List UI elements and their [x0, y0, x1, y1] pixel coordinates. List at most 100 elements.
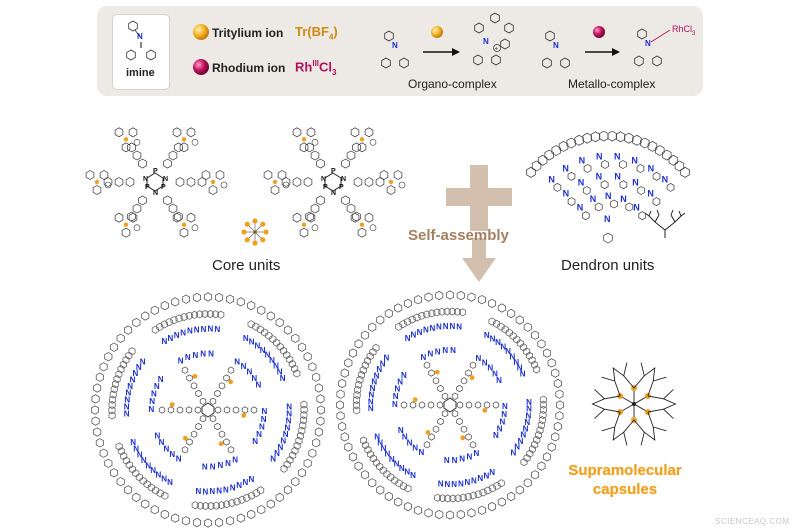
tritylium-formula-main: Tr(BF [295, 24, 329, 39]
dendron-tree-icon [644, 209, 686, 238]
svg-text:N: N [505, 347, 511, 356]
svg-text:N: N [209, 487, 215, 496]
svg-text:N: N [590, 194, 597, 204]
svg-text:N: N [490, 334, 496, 343]
svg-text:N: N [246, 368, 252, 377]
svg-text:N: N [149, 405, 155, 414]
svg-text:N: N [149, 397, 155, 406]
svg-text:N: N [278, 443, 284, 452]
metallo-complex-scheme: N N [542, 26, 671, 69]
svg-text:N: N [407, 438, 413, 447]
svg-text:N: N [579, 155, 586, 165]
counter-ion-star-icon [241, 218, 269, 246]
supramolecular-capsules-label: Supramolecular capsules [565, 461, 685, 499]
svg-text:N: N [419, 448, 425, 457]
svg-text:N: N [377, 438, 383, 447]
watermark: SCIENCEAQ.COM [715, 517, 790, 526]
svg-text:N: N [562, 163, 569, 173]
tritylium-formula: Tr(BF4) [295, 24, 338, 42]
svg-text:N: N [577, 203, 584, 213]
svg-text:N: N [376, 365, 382, 374]
svg-text:N: N [178, 357, 184, 366]
svg-text:N: N [563, 189, 570, 199]
svg-text:N: N [449, 322, 455, 331]
svg-text:N: N [394, 460, 400, 469]
svg-text:N: N [578, 178, 585, 188]
svg-text:N: N [153, 190, 158, 197]
svg-text:N: N [614, 152, 621, 162]
svg-text:N: N [368, 391, 374, 400]
svg-text:N: N [130, 438, 136, 447]
svg-text:N: N [438, 480, 444, 489]
capsules-label-line1: Supramolecular [568, 462, 682, 479]
svg-text:N: N [459, 455, 465, 464]
svg-text:N: N [225, 459, 231, 468]
svg-text:N: N [241, 362, 247, 371]
rhodium-formula-end: Cl [319, 59, 333, 75]
svg-text:N: N [417, 328, 423, 337]
svg-text:N: N [484, 331, 490, 340]
svg-text:N: N [374, 371, 380, 380]
svg-text:N: N [662, 174, 669, 184]
svg-text:N: N [501, 410, 507, 419]
svg-text:N: N [633, 203, 640, 213]
svg-text:N: N [511, 448, 517, 457]
svg-text:N: N [133, 444, 139, 453]
svg-text:N: N [645, 39, 651, 48]
svg-text:N: N [194, 325, 200, 334]
svg-text:N: N [169, 450, 175, 459]
svg-text:N: N [242, 478, 248, 487]
svg-text:N: N [261, 415, 267, 424]
svg-text:N: N [392, 400, 398, 409]
svg-text:P: P [161, 184, 166, 191]
svg-text:N: N [474, 449, 480, 458]
rhodium-ball-small-icon [593, 26, 605, 38]
svg-text:N: N [411, 331, 417, 340]
rhcl3-label: RhCl3 [672, 24, 695, 37]
svg-text:N: N [174, 331, 180, 340]
tritylium-label-text: Tritylium ion [212, 26, 284, 40]
svg-text:N: N [200, 350, 206, 359]
svg-text:N: N [398, 426, 404, 435]
svg-text:N: N [500, 342, 506, 351]
rhodium-formula-sup: III [312, 59, 320, 68]
svg-text:N: N [444, 456, 450, 465]
svg-text:N: N [596, 172, 603, 182]
svg-text:N: N [140, 357, 146, 366]
legend-panel [97, 6, 703, 96]
svg-text:N: N [180, 328, 186, 337]
svg-text:N: N [154, 382, 160, 391]
svg-text:P: P [331, 168, 336, 175]
svg-text:N: N [483, 471, 489, 480]
svg-text:N: N [280, 374, 286, 383]
svg-text:P: P [153, 168, 158, 175]
svg-text:N: N [452, 456, 458, 465]
svg-text:N: N [232, 455, 238, 464]
svg-text:N: N [604, 214, 611, 224]
svg-text:N: N [201, 325, 207, 334]
svg-text:N: N [274, 449, 280, 458]
self-assembly-label: Self-assembly [408, 227, 509, 244]
rhodium-label-text: Rhodium ion [212, 61, 286, 75]
svg-text:N: N [482, 358, 488, 367]
svg-text:N: N [124, 409, 130, 418]
svg-text:N: N [524, 418, 530, 427]
svg-text:N: N [392, 41, 398, 50]
svg-text:N: N [155, 431, 161, 440]
svg-text:N: N [273, 362, 279, 371]
tritylium-formula-end: ) [333, 24, 338, 39]
svg-text:N: N [477, 474, 483, 483]
svg-text:N: N [371, 378, 377, 387]
svg-text:N: N [162, 337, 168, 346]
svg-text:N: N [632, 178, 639, 188]
svg-text:N: N [402, 432, 408, 441]
svg-text:N: N [450, 346, 456, 355]
svg-text:N: N [208, 350, 214, 359]
svg-text:N: N [383, 354, 389, 363]
svg-text:N: N [208, 325, 214, 334]
svg-text:N: N [380, 359, 386, 368]
svg-text:N: N [520, 431, 526, 440]
svg-text:N: N [370, 384, 376, 393]
